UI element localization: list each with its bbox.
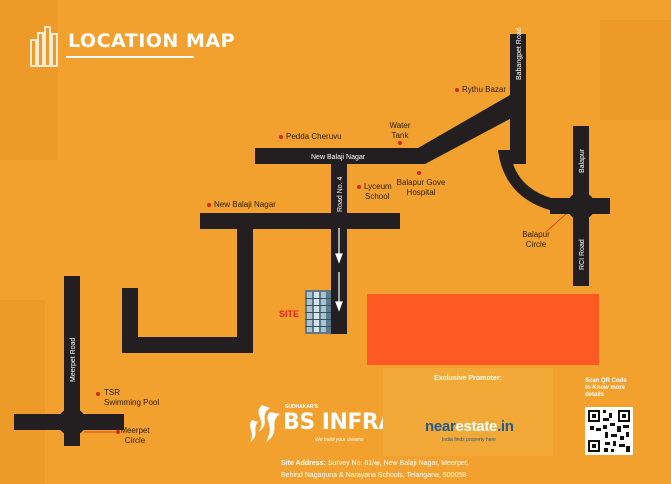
landmark-new-balaji-nagar: New Balaji Nagar [207, 200, 276, 210]
developer-tagline: We build your dreams [315, 437, 364, 443]
road-connector-vertical [237, 213, 253, 353]
direction-arrows [335, 228, 343, 312]
landmark-text: Circle [124, 436, 146, 445]
developer-small-label: SUDHAKAR'S [285, 404, 319, 410]
brand-part: .in [497, 418, 514, 435]
marker-dot [398, 141, 402, 145]
qr-caption-line: details [585, 392, 605, 398]
balapur-circle [567, 192, 595, 220]
road-new-balaji-nagar [255, 148, 425, 164]
promoter-brand[interactable]: nearestate.in [425, 418, 514, 435]
site-building-icon [305, 290, 331, 334]
site-address: Site Address: Survey No. 81/ఆ, New Balaj… [281, 458, 581, 482]
landmark-pedda-cheruvu: Pedda Cheruvu [279, 132, 342, 142]
landmark-text: Rythu Bazar [462, 85, 507, 94]
marker-dot [417, 171, 421, 175]
marker-dot [116, 430, 120, 434]
qr-code[interactable] [585, 407, 633, 455]
qr-caption-line: Scan QR Code [585, 378, 627, 384]
promoter-tagline: India finds property here [442, 437, 496, 443]
road-meerpet [64, 276, 80, 446]
landmark-text: Hospital [406, 188, 436, 197]
site-plot-block [367, 294, 599, 365]
landmark-text: TSR [104, 388, 120, 397]
landmark-text: Swimming Pool [104, 398, 160, 407]
logo-bars-icon [30, 26, 58, 67]
promoter-panel: Exclusive Promoter: nearestate.in India … [383, 368, 553, 456]
bs-infra-logo-icon [250, 405, 280, 442]
qr-caption: Scan QR Code to Know more details [585, 378, 639, 399]
marker-dot [357, 184, 361, 189]
marker-dot [207, 202, 211, 207]
brand-part: near [425, 418, 456, 435]
landmark-text: Tank [391, 131, 409, 140]
road-label-balapur: Balapur [579, 148, 586, 173]
road-connector-horizontal [122, 337, 253, 353]
road-label-road-no-4: Road No. 4 [337, 176, 344, 212]
promoter-heading: Exclusive Promoter: [434, 375, 502, 382]
page-header: LOCATION MAP [30, 26, 235, 56]
landmark-text: School [365, 192, 390, 201]
site-address-line: Behind Nagarjuna & Narayana Schools, Tel… [281, 472, 467, 479]
marker-dot [455, 87, 459, 92]
road-label-meerpet: Meerpet Road [70, 338, 77, 382]
landmark-text: Water [389, 121, 411, 130]
road-label-rci: RCI Road [579, 239, 586, 270]
landmark-text: Balapur Gove [396, 178, 446, 187]
road-label-babangpet: Babangpet Road [516, 27, 523, 80]
road-diagonal [418, 95, 523, 164]
landmark-text: New Balaji Nagar [214, 200, 276, 209]
road-connector-up [122, 288, 138, 353]
landmark-text: Pedda Cheruvu [286, 132, 342, 141]
marker-dot [279, 134, 283, 139]
landmark-text: Balapur [522, 230, 550, 239]
site-address-label: Site Address: [281, 460, 326, 467]
qr-caption-line: to Know more [585, 385, 625, 391]
developer-name: BS INFRA [283, 410, 395, 435]
road-new-balaji-branch [200, 213, 400, 229]
meerpet-circle [58, 408, 86, 436]
site-address-line: Survey No. 81/ఆ, New Balaji Nagar, Meerp… [325, 460, 469, 467]
marker-dot [96, 392, 100, 396]
page-title: LOCATION MAP [68, 30, 235, 52]
title-underline [66, 56, 194, 58]
header-logo-spacer [30, 26, 60, 56]
road-label-new-balaji-nagar: New Balaji Nagar [311, 154, 366, 161]
site-label: SITE [279, 309, 300, 319]
landmark-text: Circle [525, 240, 547, 249]
road-babangpet [510, 34, 526, 164]
pointer-lines [84, 213, 567, 433]
landmark-rythu-bazar: Rythu Bazar [455, 85, 506, 95]
landmark-text: Meerpet [120, 426, 150, 435]
brand-part-highlight: estate [455, 418, 498, 435]
landmark-text: Lyceum [364, 182, 392, 191]
